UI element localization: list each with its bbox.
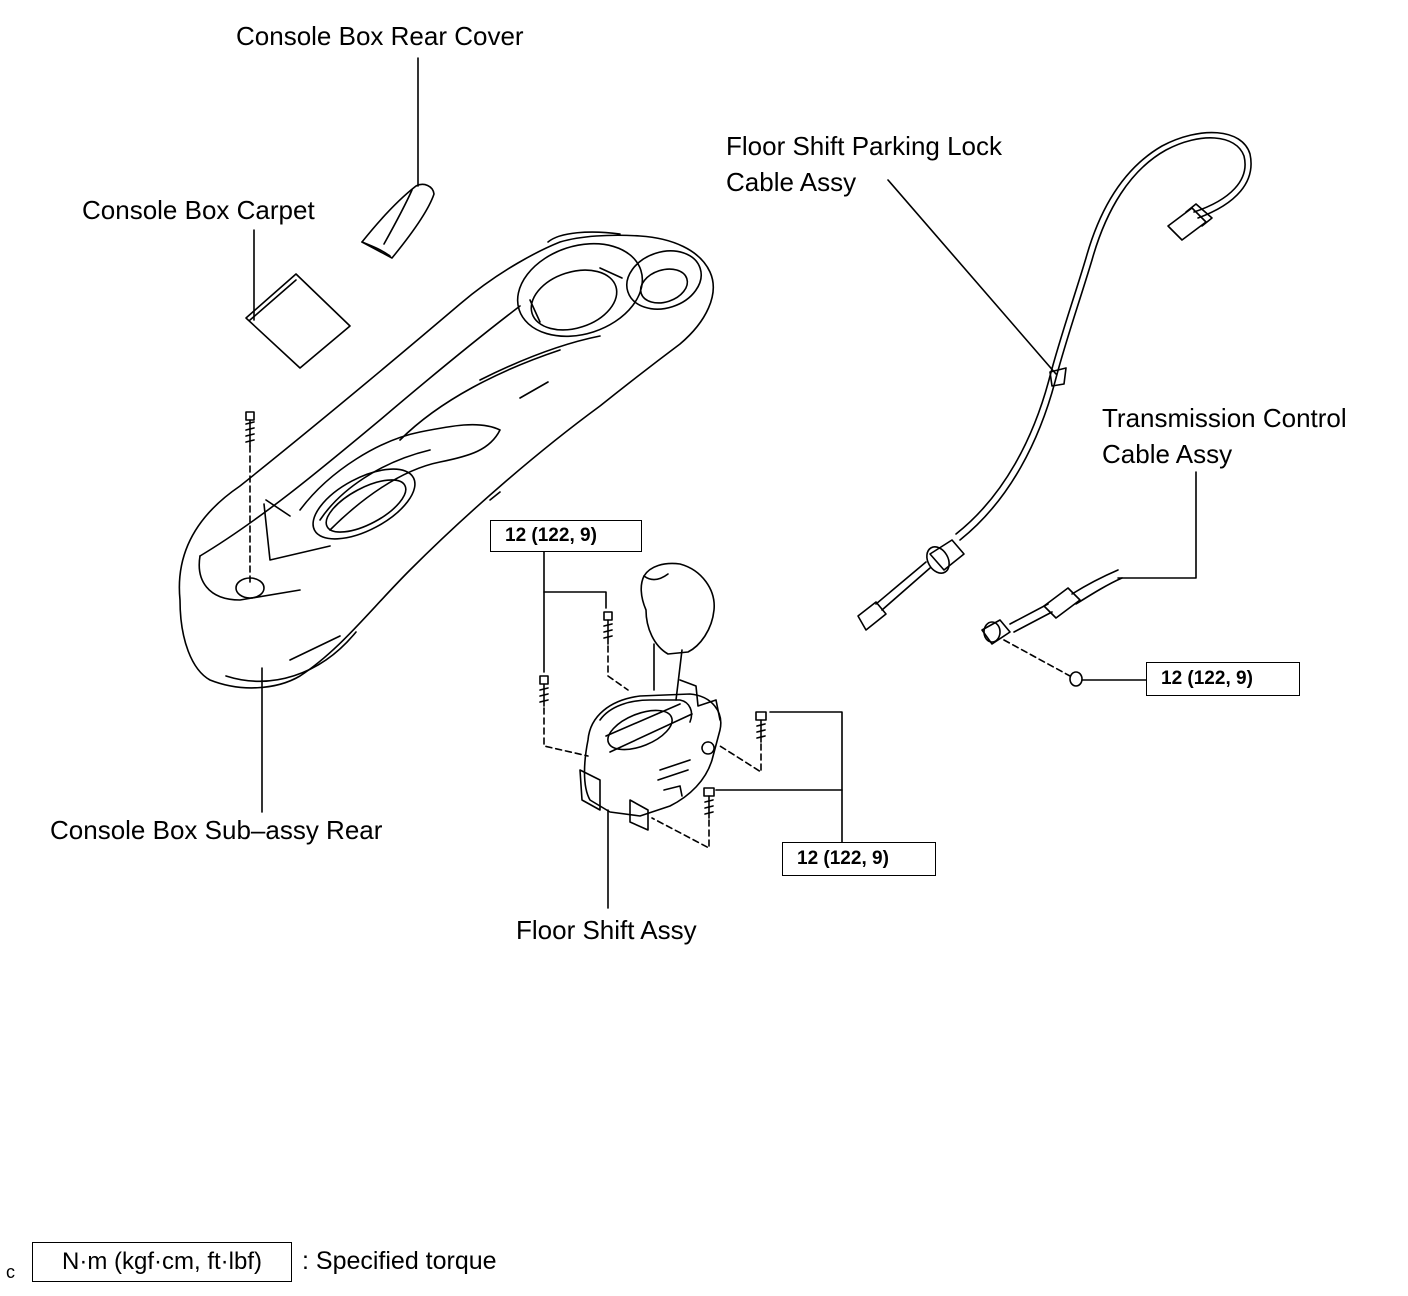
label-carpet: Console Box Carpet — [82, 195, 315, 225]
label-sub-assy-rear: Console Box Sub–assy Rear — [50, 815, 383, 845]
trans-control-cable-part — [981, 569, 1123, 687]
leader-lines — [253, 57, 1197, 909]
rear-cover-part — [361, 183, 435, 259]
label-trans-control-line2: Cable Assy — [1102, 439, 1233, 469]
console-bolt — [245, 411, 255, 587]
console-body-part — [178, 231, 715, 689]
legend-prefix: c — [6, 1262, 15, 1282]
carpet-part — [245, 273, 351, 369]
floor-shift-part — [579, 562, 722, 831]
legend-text: : Specified torque — [302, 1247, 497, 1275]
parking-lock-cable-part — [857, 131, 1252, 631]
label-rear-cover: Console Box Rear Cover — [236, 21, 524, 51]
label-trans-control-line1: Transmission Control — [1102, 403, 1347, 433]
shift-bolts — [539, 611, 767, 849]
torque-box-shift-lower: 12 (122, 9) — [782, 842, 936, 876]
torque-box-shift-upper: 12 (122, 9) — [490, 520, 642, 552]
legend-unit-box: N·m (kgf·cm, ft·lbf) — [32, 1242, 292, 1282]
label-parking-lock-line2: Cable Assy — [726, 167, 857, 197]
label-floor-shift: Floor Shift Assy — [516, 915, 697, 945]
label-parking-lock-line1: Floor Shift Parking Lock — [726, 131, 1003, 161]
torque-box-cable-nut: 12 (122, 9) — [1146, 662, 1300, 696]
